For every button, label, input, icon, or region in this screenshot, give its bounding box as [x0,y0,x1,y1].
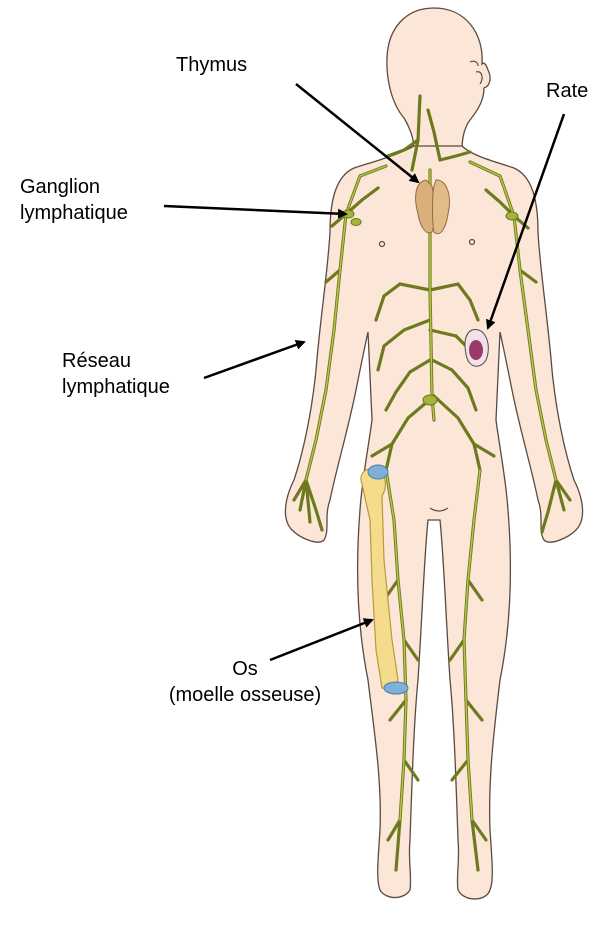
reseau-label: Réseau lymphatique [62,348,170,400]
torso-and-arms [285,146,582,899]
rate-label-text: Rate [546,78,588,104]
os-label: Os (moelle osseuse) [146,656,344,708]
os-arrow [270,620,372,660]
ganglion-arrow [164,206,346,214]
os-label-line-2: (moelle osseuse) [146,682,344,708]
thymus-label: Thymus [176,52,247,78]
ganglion-label: Ganglion lymphatique [20,174,128,226]
ganglion-label-line-1: Ganglion [20,174,128,200]
reseau-label-line-1: Réseau [62,348,170,374]
head [387,8,490,150]
body-silhouette [285,8,582,899]
spleen-organ [465,329,488,366]
ganglion-label-line-2: lymphatique [20,200,128,226]
reseau-label-line-2: lymphatique [62,374,170,400]
rate-label: Rate [546,78,588,104]
os-label-line-1: Os [146,656,344,682]
reseau-arrow [204,342,304,378]
thymus-label-text: Thymus [176,52,247,78]
